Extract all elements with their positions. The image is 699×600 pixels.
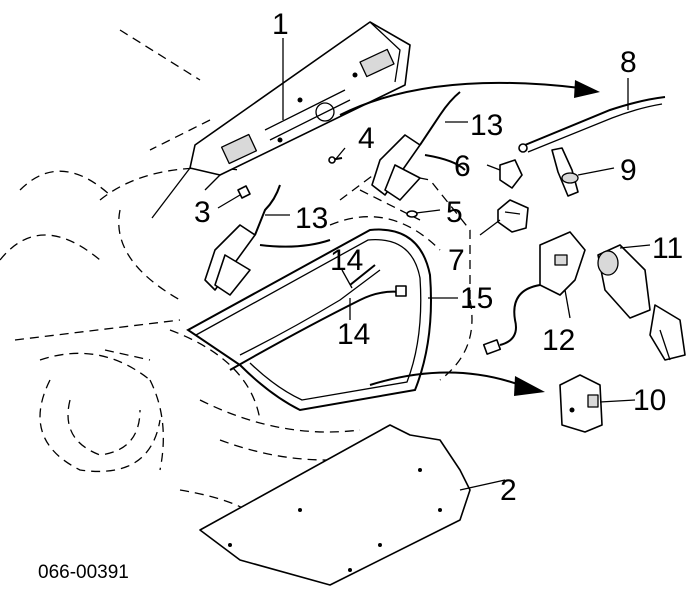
trunk-floor-panel (199, 424, 471, 586)
trunk-lid-trim (151, 21, 411, 219)
part-code: 066-00391 (38, 562, 129, 583)
callout-10: 10 (633, 384, 666, 417)
clip-part-5 (406, 210, 418, 218)
callout-14-lower: 14 (337, 318, 370, 351)
lock-cylinder-part-11 (597, 244, 686, 361)
trunk-latch-part-12 (482, 231, 586, 355)
callout-13-left: 13 (295, 202, 328, 235)
trunk-hinge-right (371, 91, 466, 201)
striker-part-10 (559, 374, 603, 433)
callout-4: 4 (358, 122, 375, 155)
callout-13-right: 13 (470, 109, 503, 142)
trunk-lid-seal (186, 228, 432, 412)
callout-9: 9 (620, 154, 637, 187)
callout-7: 7 (448, 244, 465, 277)
arrow-to-part-10 (369, 371, 545, 396)
callout-3: 3 (194, 196, 211, 229)
callout-11: 11 (652, 232, 683, 265)
trunk-hinge-left (204, 184, 331, 296)
torsion-rod-part-8 (518, 96, 666, 153)
latch-actuator-part-9 (551, 147, 579, 197)
callout-6: 6 (454, 150, 471, 183)
bumper-part-6 (499, 159, 523, 189)
callout-5: 5 (446, 196, 463, 229)
clip-part-3 (237, 185, 251, 199)
arrow-to-part-8 (339, 80, 600, 116)
callout-14-upper: 14 (330, 244, 363, 277)
callout-labels: 1 2 3 4 5 6 7 8 9 10 11 12 13 13 14 14 1… (194, 8, 683, 507)
trunk-opener-cables (229, 264, 407, 371)
callout-2: 2 (500, 474, 517, 507)
callout-8: 8 (620, 46, 637, 79)
callout-12: 12 (542, 324, 575, 357)
leader-lines (217, 38, 651, 491)
callout-15: 15 (460, 282, 493, 315)
stopper-part-7 (497, 199, 529, 233)
callout-1: 1 (272, 8, 289, 41)
